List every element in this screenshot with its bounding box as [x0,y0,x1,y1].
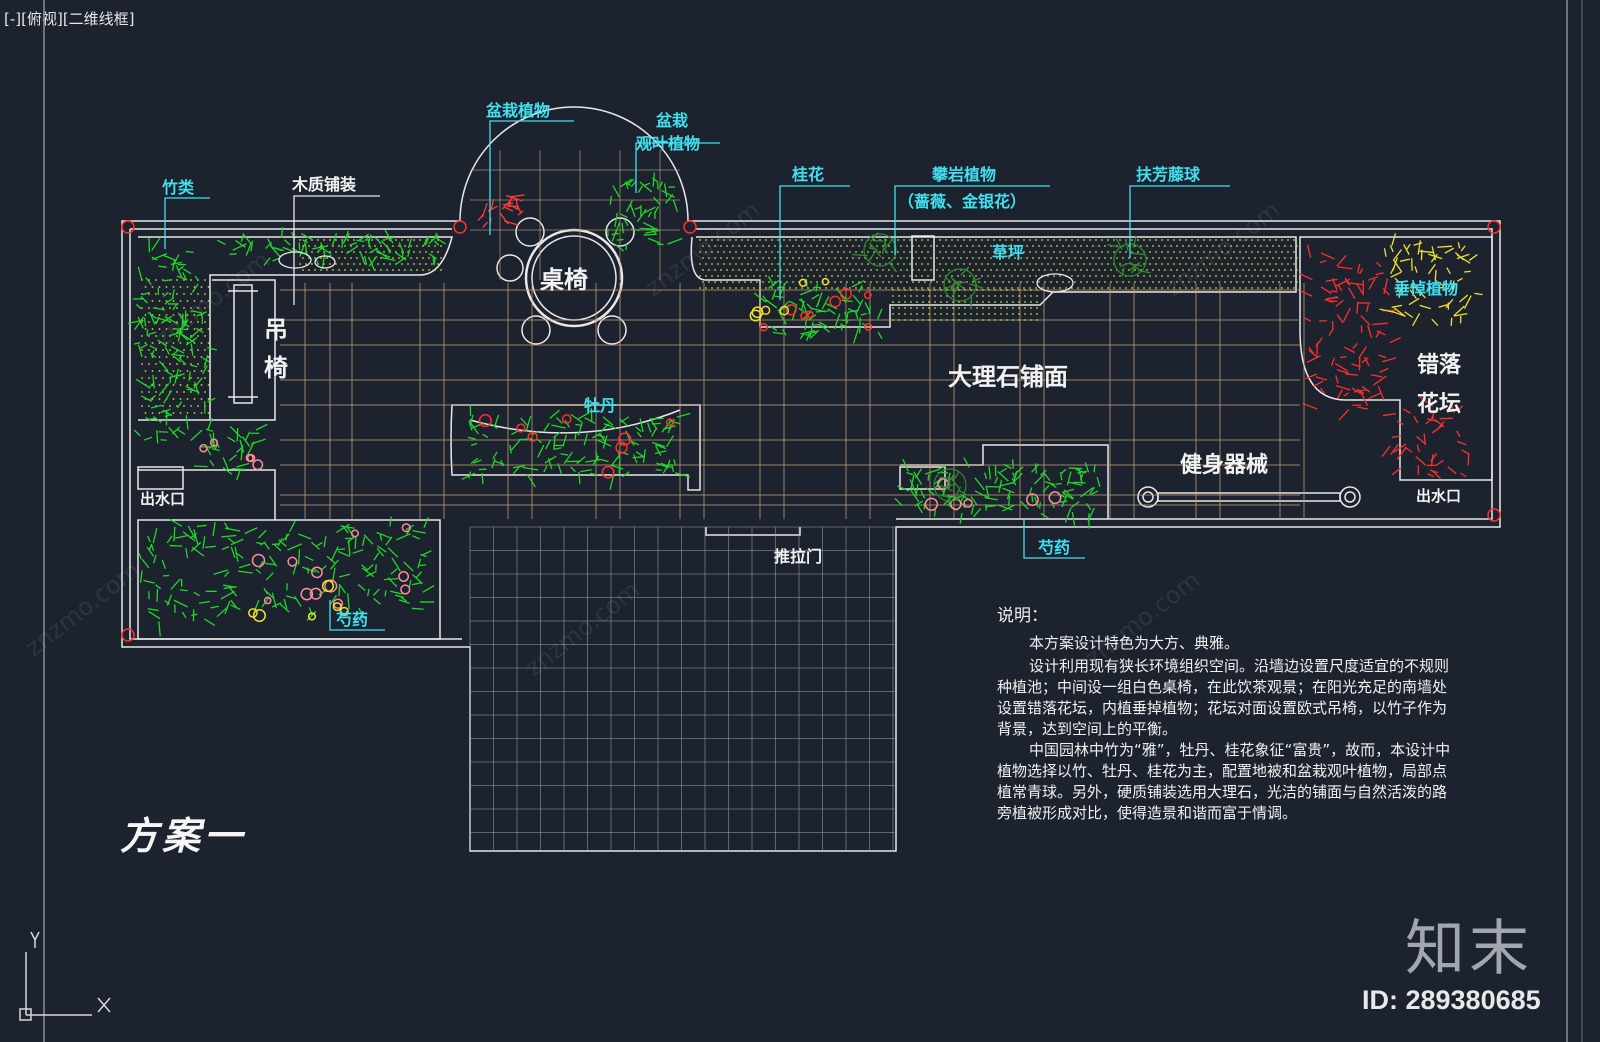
label-outlet-right: 出水口 [1416,487,1461,505]
label-staggered-bed-1: 错落 [1417,352,1462,378]
label-fitness: 健身器械 [1180,452,1268,478]
label-drooping-plants: 垂悼植物 [1394,279,1458,298]
lawn-hedge [141,239,1298,414]
terrace-paving-grid [469,526,896,851]
brand-id: ID: 289380685 [1362,985,1541,1015]
label-osmanthus: 桂花 [791,165,824,184]
label-bamboo: 竹类 [161,178,195,197]
label-lawn: 草坪 [992,243,1024,262]
plant-symbols [127,172,1483,637]
label-table-chairs: 桌椅 [540,265,588,294]
label-rock-plants: 攀岩植物 [931,165,996,184]
label-staggered-bed-2: 花坛 [1417,391,1461,417]
description-paragraph-2: 设计利用现有狭长环境组织空间。沿墙边设置尺度适宜的不规则种植池；中间设一组白色桌… [997,657,1450,738]
viewport-label[interactable]: [-][俯视][二维线框] [4,10,135,28]
leader-lines-white [293,195,380,305]
description-title: 说明： [997,606,1048,626]
leader-lines [164,120,1230,631]
label-outlet-left: 出水口 [140,490,185,508]
label-hanging-chair-1: 吊 [264,315,288,344]
label-foliage-plants: 观叶植物 [636,134,700,153]
label-hanging-chair-2: 椅 [264,353,288,382]
brand-logo: 知末 [1405,914,1533,984]
scheme-title: 方案一 [120,813,247,858]
label-creeper-ball: 扶芳藤球 [1136,165,1201,184]
label-rock-plants-detail: （蔷薇、金银花） [898,192,1026,211]
description-paragraph-3: 中国园林中竹为“雅”，牡丹、桂花象征“富贵”，故而，本设计中植物选择以竹、牡丹、… [997,741,1451,822]
label-sliding-door: 推拉门 [774,547,822,566]
label-marble-paving: 大理石铺面 [948,362,1068,391]
label-potted: 盆栽 [655,111,688,130]
description-paragraph-1: 本方案设计特色为大方、典雅。 [1029,634,1240,652]
design-description: 说明： 本方案设计特色为大方、典雅。 设计利用现有狭长环境组织空间。沿墙边设置尺… [997,606,1457,824]
label-herbaceous-peony-left: 芍药 [336,610,368,629]
ucs-icon [19,931,111,1021]
label-wood-paving: 木质铺装 [291,175,356,194]
label-potted-plants: 盆栽植物 [485,101,550,120]
marble-paving-grid [280,150,1305,519]
corner-markers [121,220,1501,642]
label-herbaceous-peony-right: 芍药 [1038,538,1070,557]
label-peony: 牡丹 [584,396,616,415]
